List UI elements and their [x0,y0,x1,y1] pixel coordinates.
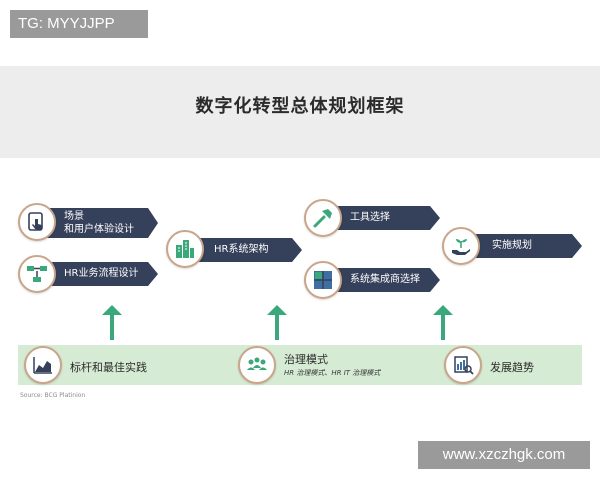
banner-hr-system-label: HR系统架构 [214,244,269,255]
area-chart-icon [24,346,62,384]
banner-impl-plan: 实施规划 [462,234,582,258]
foundation-governance-sub: HR 治理模式、HR IT 治理模式 [284,369,381,377]
foundation-trend-label: 发展趋势 [490,361,534,374]
banner-scenario-line2: 和用户体验设计 [64,224,134,235]
diagram-title: 数字化转型总体规划框架 [195,96,405,117]
banner-tool-select-label: 工具选择 [350,212,390,223]
foundation-benchmark-label: 标杆和最佳实践 [70,361,147,374]
banner-hr-system: HR系统架构 [186,238,302,262]
header-band [0,66,600,158]
hand-plant-icon [442,227,480,265]
watermark-bottom: www.xzczhgk.com [418,441,590,469]
banner-scenario-line1: 场景 [64,211,84,222]
source-note: Source: BCG Platinion [20,392,86,399]
banner-scenario: 场景 和用户体验设计 [36,208,158,238]
banner-hr-process: HR业务流程设计 [36,262,158,286]
people-network-icon [238,346,276,384]
touch-screen-icon [18,203,56,241]
flowchart-icon [18,255,56,293]
banner-integrator-label: 系统集成商选择 [350,274,420,285]
hammer-icon [304,199,342,237]
banner-hr-process-label: HR业务流程设计 [64,268,139,279]
puzzle-icon [304,261,342,299]
trend-document-icon [444,346,482,384]
buildings-icon [166,230,204,268]
watermark-top: TG: MYYJJPP [10,10,148,38]
foundation-band [18,345,582,385]
banner-impl-plan-label: 实施规划 [492,240,532,251]
foundation-governance-label: 治理模式 [284,353,328,366]
